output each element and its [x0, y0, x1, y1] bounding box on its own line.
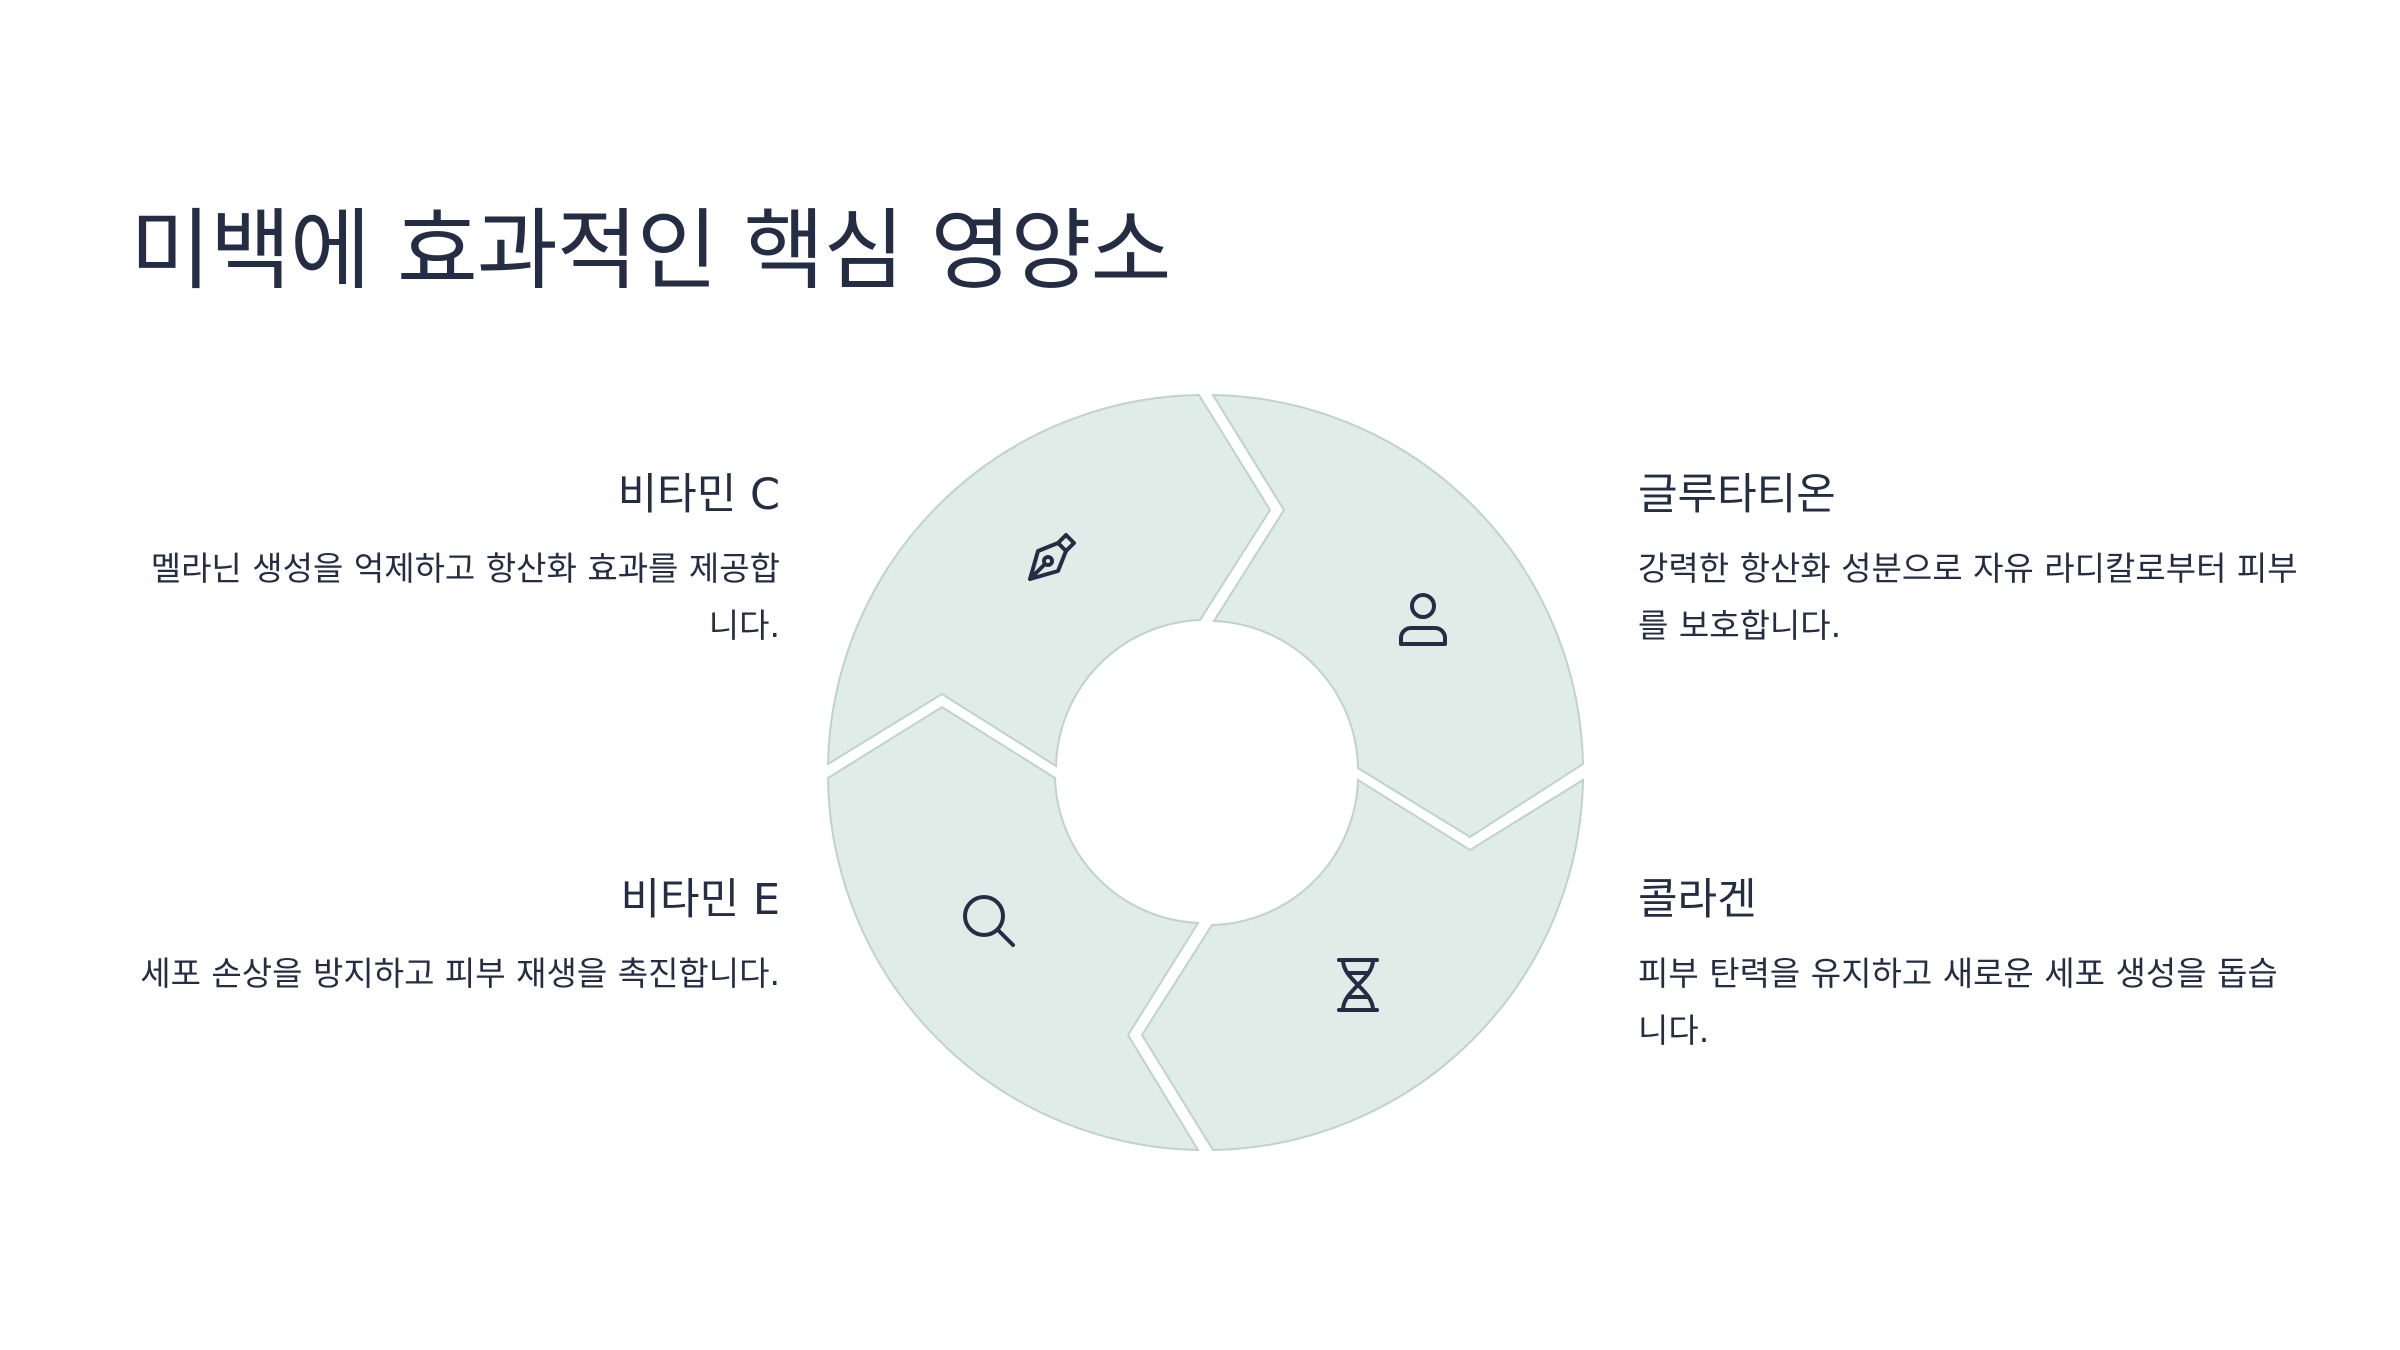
segment-bottom-right [1140, 778, 1585, 1152]
page-title: 미백에 효과적인 핵심 영양소 [130, 199, 1171, 302]
segment-bottom-left-shape [826, 705, 1200, 1152]
dna-icon [1337, 958, 1379, 1012]
nutrient-name: 글루타티온 [1638, 470, 1836, 520]
magnifier-icon [963, 895, 1015, 947]
person-icon [1399, 593, 1447, 646]
nutrient-name: 비타민 E [620, 875, 780, 925]
nutrient-name: 비타민 C [617, 470, 780, 520]
segment-top-left-shape [826, 393, 1272, 768]
nutrient-block-vitamin-c: 비타민 C 멜라닌 생성을 억제하고 항산화 효과를 제공합니다. [130, 470, 780, 654]
nutrient-description: 강력한 항산화 성분으로 자유 라디칼로부터 피부를 보호합니다. [1638, 548, 2298, 645]
segment-top-right [1211, 393, 1585, 839]
segment-top-right-shape [1211, 393, 1585, 839]
segment-top-left [826, 393, 1272, 768]
nutrient-description: 피부 탄력을 유지하고 새로운 세포 생성을 돕습니다. [1638, 953, 2278, 1050]
segment-bottom-right-shape [1140, 778, 1585, 1152]
nutrient-block-collagen: 콜라겐 피부 탄력을 유지하고 새로운 세포 생성을 돕습니다. [1638, 875, 2298, 1059]
nutrient-block-vitamin-e: 비타민 E 세포 손상을 방지하고 피부 재생을 촉진합니다. [130, 875, 780, 1002]
nutrient-name: 콜라겐 [1638, 875, 1757, 925]
segment-bottom-left [826, 705, 1200, 1152]
nutrient-block-glutathione: 글루타티온 강력한 항산화 성분으로 자유 라디칼로부터 피부를 보호합니다. [1638, 470, 2298, 654]
nutrient-description: 멜라닌 생성을 억제하고 항산화 효과를 제공합니다. [150, 548, 780, 645]
nutrient-description: 세포 손상을 방지하고 피부 재생을 촉진합니다. [140, 953, 780, 993]
pen-nib-icon [1028, 533, 1076, 581]
